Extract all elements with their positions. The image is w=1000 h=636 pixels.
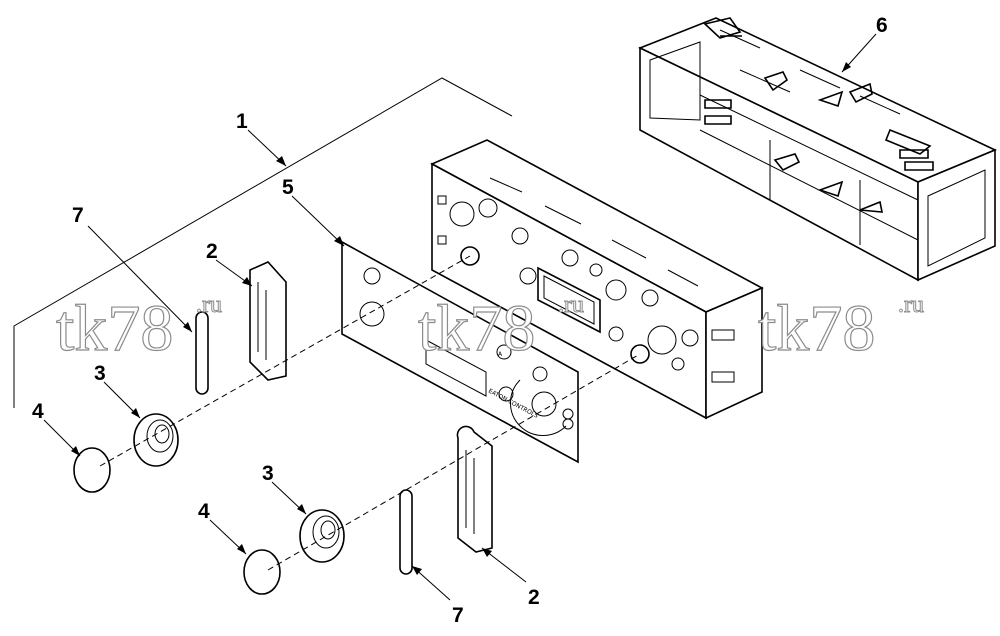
watermark-1-suffix: .ru xyxy=(196,292,222,318)
leader-lines xyxy=(43,33,877,601)
part-4-cap-lower xyxy=(243,549,281,595)
button-a-label: A xyxy=(498,351,503,358)
assembly-bracket xyxy=(13,77,513,408)
callout-4-upper: 4 xyxy=(32,400,44,423)
callout-6: 6 xyxy=(876,14,888,37)
part-5-front-panel: A EATON CONTROLS xyxy=(341,240,579,464)
watermarks: tk78 .ru tk78 .ru tk78 .ru xyxy=(55,291,924,365)
control-unit-body xyxy=(430,139,764,420)
watermark-2-suffix: .ru xyxy=(558,292,584,318)
callout-2-lower: 2 xyxy=(528,586,540,609)
part-4-cap-upper xyxy=(73,447,111,493)
part-3-knob-upper xyxy=(133,413,179,467)
watermark-3-suffix: .ru xyxy=(898,292,924,318)
callout-labels: 1 2 2 3 3 4 4 5 6 7 7 xyxy=(32,14,888,627)
callout-7-upper: 7 xyxy=(72,204,84,227)
part-2-clip-lower xyxy=(456,425,493,553)
callout-4-lower: 4 xyxy=(198,500,210,523)
part-2-clip-upper xyxy=(249,261,287,381)
part-7-light-guide-lower xyxy=(399,489,413,575)
callout-5: 5 xyxy=(282,176,294,199)
callout-3-lower: 3 xyxy=(262,462,274,485)
assembly-axes xyxy=(99,255,641,571)
callout-1: 1 xyxy=(236,110,248,133)
part-3-knob-lower xyxy=(299,509,345,563)
watermark-2: tk78 xyxy=(418,292,535,365)
watermark-3: tk78 xyxy=(758,292,875,365)
part-7-light-guide-upper xyxy=(195,311,209,395)
watermark-1: tk78 xyxy=(56,292,173,365)
callout-7-lower: 7 xyxy=(452,604,464,627)
part-6-mounting-frame xyxy=(638,17,997,282)
callout-2-upper: 2 xyxy=(206,240,218,263)
callout-3-upper: 3 xyxy=(94,362,106,385)
